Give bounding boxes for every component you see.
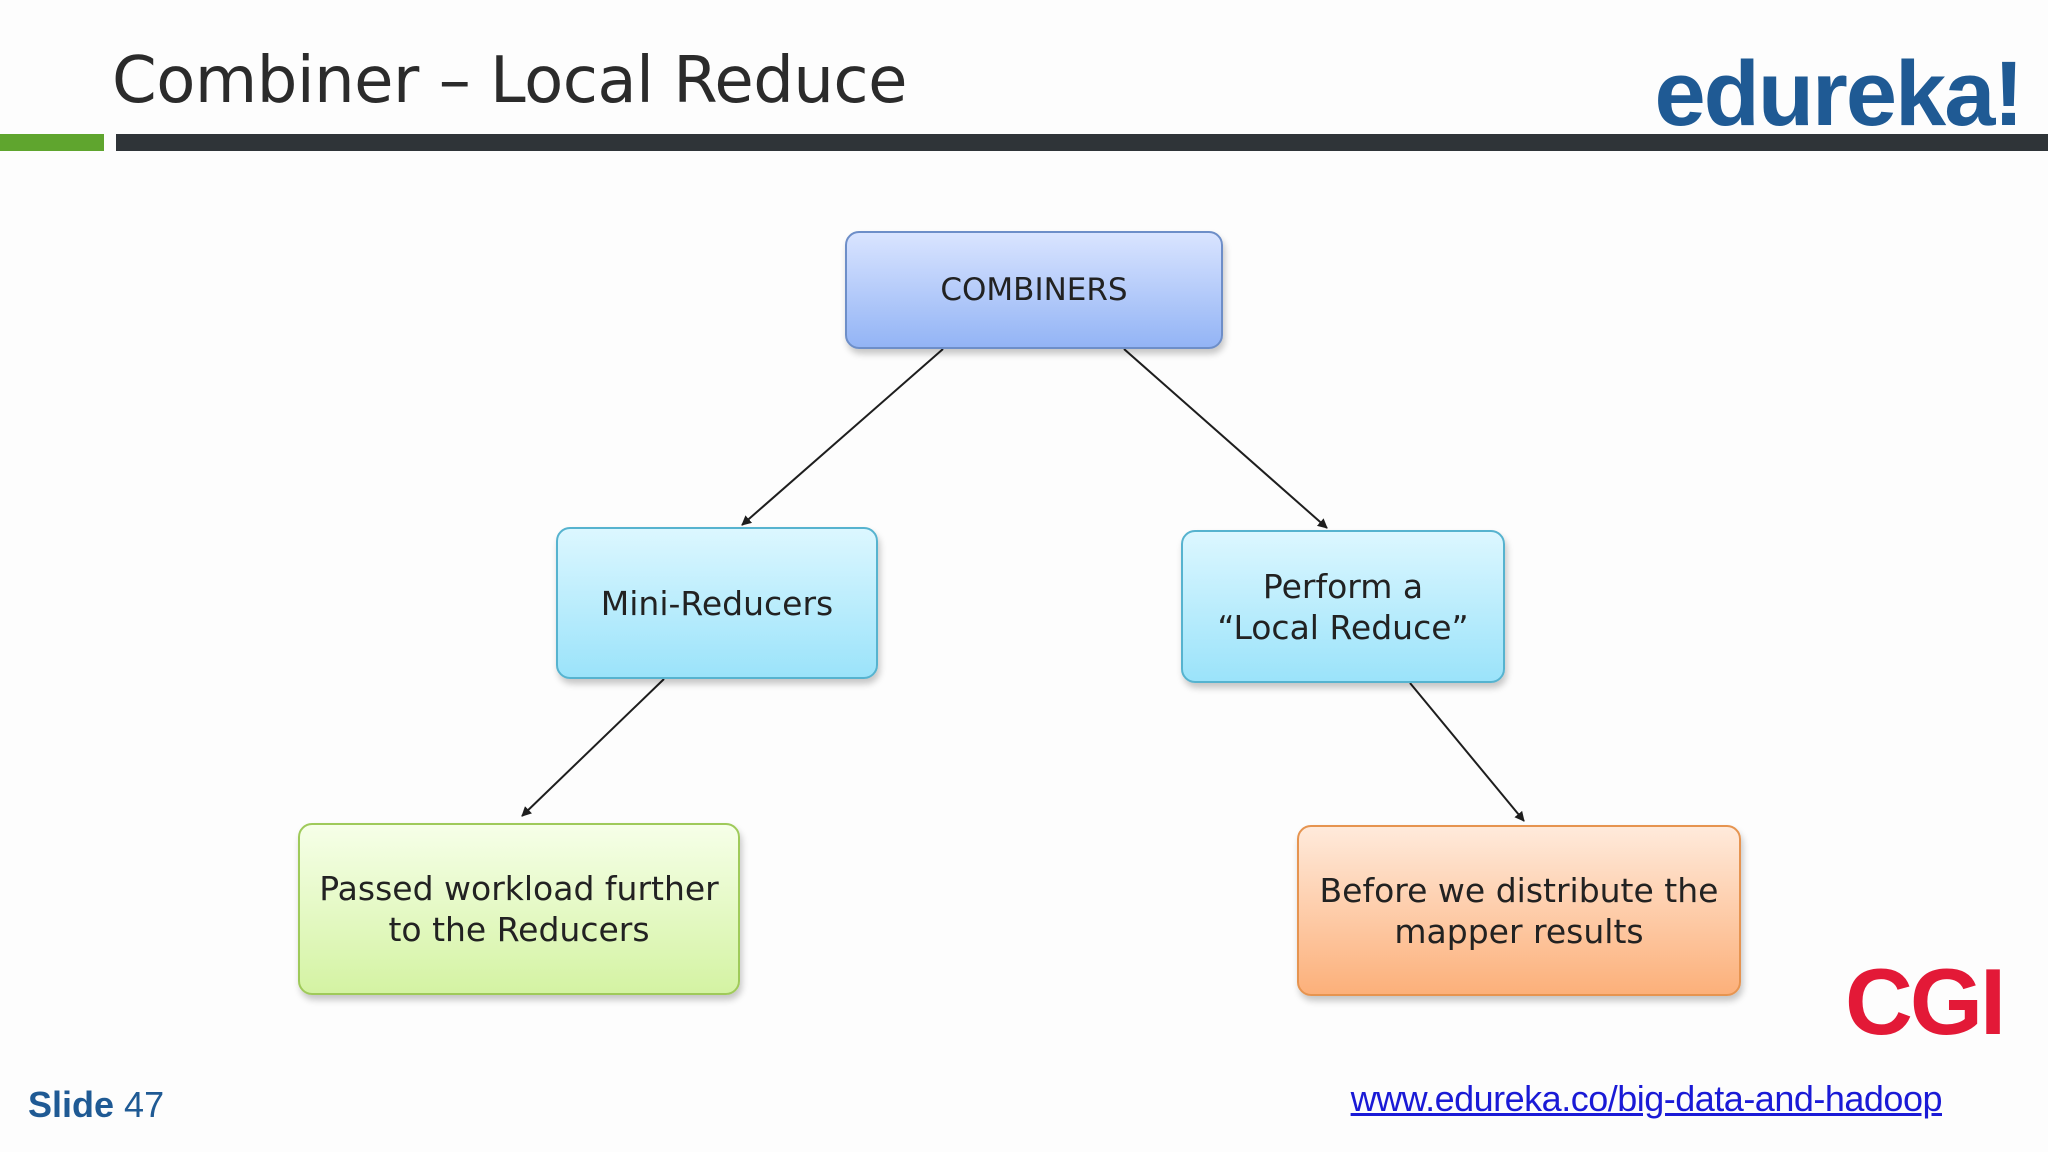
edge-combiners-to-local-reduce <box>1123 348 1328 529</box>
node-local-reduce-line-1: Perform a <box>1262 566 1424 606</box>
node-before-distribute: Before we distribute the mapper results <box>1297 825 1741 996</box>
edge-combiners-to-mini-reducers <box>741 348 944 526</box>
course-url-link[interactable]: www.edureka.co/big-data-and-hadoop <box>1350 1078 1943 1119</box>
slide-label: Slide <box>28 1084 115 1125</box>
node-before-distribute-line-2: mapper results <box>1394 911 1644 951</box>
node-combiners: COMBINERS <box>845 231 1223 349</box>
node-mini-reducers: Mini-Reducers <box>556 527 878 679</box>
edureka-logo: edureka! <box>1654 43 2024 145</box>
edge-local-reduce-to-before-distribute <box>1409 682 1525 822</box>
node-before-distribute-line-1: Before we distribute the <box>1319 870 1719 910</box>
slide-number-value: 47 <box>124 1084 165 1125</box>
slide-title: Combiner – Local Reduce <box>112 44 907 118</box>
title-divider-bar <box>116 134 2048 151</box>
cgi-logo: CGI <box>1845 949 2006 1054</box>
edge-mini-reducers-to-passed-workload <box>521 678 665 817</box>
slide-number: Slide 47 <box>28 1084 164 1126</box>
title-accent-bar <box>0 134 104 151</box>
node-combiners-label: COMBINERS <box>940 272 1128 308</box>
node-mini-reducers-label: Mini-Reducers <box>600 583 834 623</box>
node-passed-workload-line-1: Passed workload further <box>319 869 719 908</box>
node-passed-workload-line-2: to the Reducers <box>388 910 650 949</box>
node-passed-workload: Passed workload further to the Reducers <box>298 823 740 995</box>
node-local-reduce: Perform a “Local Reduce” <box>1181 530 1505 683</box>
node-local-reduce-line-2: “Local Reduce” <box>1217 607 1469 647</box>
